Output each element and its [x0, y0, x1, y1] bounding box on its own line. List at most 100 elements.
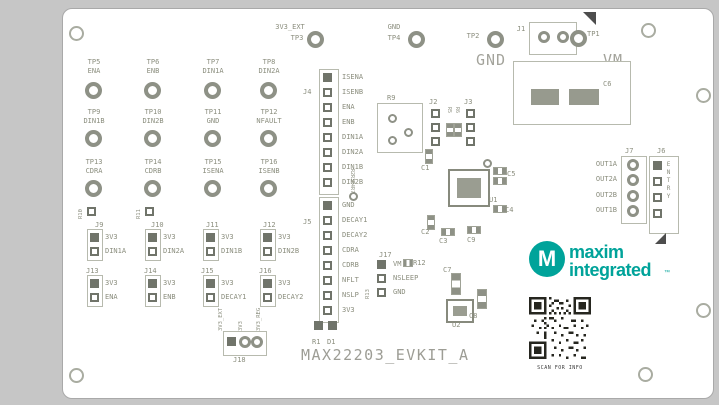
j6-pin — [653, 193, 662, 202]
j5-pin-net: 3V3 — [342, 306, 355, 314]
j11-pin — [206, 247, 215, 256]
j7-pin-net: OUT1B — [595, 206, 617, 214]
tp16-net: ISENB — [258, 167, 280, 175]
r9-pin — [388, 136, 397, 145]
r5-resistor — [446, 123, 454, 137]
j3-pin — [466, 137, 475, 146]
j10-pin — [148, 247, 157, 256]
gnd-big-label: GND — [475, 51, 507, 69]
j4-pin — [323, 163, 332, 172]
c4-capacitor — [493, 205, 507, 213]
j13-net-b: ENA — [105, 293, 118, 301]
j11-net-a: 3V3 — [221, 233, 234, 241]
j15-net-a: 3V3 — [221, 279, 234, 287]
testpoint-tp4 — [408, 31, 425, 48]
resistor-stack-label: R2R3R4R7R8 — [349, 169, 355, 200]
tp16-label: TP16 — [260, 158, 278, 166]
j5-pin-net: DECAY2 — [342, 231, 368, 239]
j9-pin — [90, 233, 99, 242]
testpoint-tp14 — [144, 180, 161, 197]
j4-pin — [323, 133, 332, 142]
tp14-label: TP14 — [144, 158, 162, 166]
j18-pin — [239, 336, 251, 348]
testpoint-tp11 — [204, 130, 221, 147]
c5-label: C5 — [507, 170, 516, 178]
j12-net-a: 3V3 — [278, 233, 291, 241]
qr-caption: SCAN FOR INFO — [537, 365, 583, 371]
testpoint-tp3 — [307, 31, 324, 48]
j7-pin-net: OUT2B — [595, 191, 617, 199]
tp8-label: TP8 — [262, 58, 276, 66]
maxim-logo-icon: M — [529, 241, 565, 277]
r12-label: R12 — [413, 259, 426, 267]
tp9-net: DIN1B — [83, 117, 105, 125]
tp14-net: CDRB — [144, 167, 162, 175]
c1-label: C1 — [421, 164, 430, 172]
trademark-symbol: ™ — [664, 270, 670, 276]
r6-label: R6 — [454, 107, 460, 114]
j9-net-b: DIN1A — [105, 247, 127, 255]
j12-net-b: DIN2B — [278, 247, 300, 255]
j17-pin-net: NSLEEP — [393, 274, 419, 282]
j1-power-connector — [529, 22, 577, 55]
j16-net-b: DECAY2 — [278, 293, 304, 301]
j4-pin-net: DIN2A — [342, 148, 364, 156]
tp8-net: DIN2A — [258, 67, 280, 75]
brand-word-maxim: maxim — [569, 242, 624, 262]
j3-pin — [466, 123, 475, 132]
board-title: MAX22203_EVKIT_A — [301, 346, 470, 364]
j18-label: J18 — [233, 356, 246, 364]
j6-pin — [653, 161, 662, 170]
testpoint-tp7 — [204, 82, 221, 99]
j14-pin — [148, 279, 157, 288]
tp12-label: TP12 — [260, 108, 278, 116]
j18-pin — [251, 336, 263, 348]
testpoint-tp9 — [85, 130, 102, 147]
j1-terminal — [538, 31, 550, 43]
j5-pin-net: GND — [342, 201, 355, 209]
tp5-net: ENA — [87, 67, 101, 75]
j5-pin-net: CDRB — [342, 261, 359, 269]
tp7-net: DIN1A — [202, 67, 224, 75]
j4-pin — [323, 73, 332, 82]
c1-capacitor — [425, 149, 433, 164]
tp4-label: TP4 — [387, 34, 401, 42]
testpoint-tp5 — [85, 82, 102, 99]
r10-label: R10 — [78, 209, 84, 219]
c2-capacitor — [427, 215, 435, 230]
mounting-hole — [638, 367, 653, 382]
j5-pin — [323, 216, 332, 225]
testpoint-tp1 — [570, 30, 587, 47]
r11-resistor — [145, 207, 154, 216]
c7-label: C7 — [443, 266, 452, 274]
tp15-net: ISENA — [202, 167, 224, 175]
r1-part — [314, 321, 323, 330]
j17-pin — [377, 274, 386, 283]
u2-label: U2 — [452, 321, 461, 329]
j6-triangle-icon — [655, 233, 666, 244]
u1-ic — [448, 169, 490, 207]
j4-pin — [323, 118, 332, 127]
j4-pin-net: ENA — [342, 103, 355, 111]
j14-net-a: 3V3 — [163, 279, 176, 287]
j13-pin — [90, 279, 99, 288]
j4-pin-net: ISENB — [342, 88, 364, 96]
testpoint-tp6 — [144, 82, 161, 99]
j6-vertical-label: ENTRY — [665, 161, 672, 201]
r9-label: R9 — [387, 94, 396, 102]
j4-pin — [323, 178, 332, 187]
qr-code — [529, 297, 591, 359]
j4-pin-net: DIN2B — [342, 178, 364, 186]
tp13-net: CDRA — [85, 167, 103, 175]
u1-label: U1 — [489, 196, 498, 204]
j6-pin — [653, 177, 662, 186]
brand-word-integrated: integrated — [569, 260, 652, 280]
j7-pin — [627, 190, 639, 202]
j5-pin — [323, 231, 332, 240]
tp12-net: NFAULT — [256, 117, 282, 125]
j7-pin-net: OUT2A — [595, 175, 617, 183]
j14-pin — [148, 293, 157, 302]
j18-pin — [227, 337, 236, 346]
j5-pin — [323, 201, 332, 210]
